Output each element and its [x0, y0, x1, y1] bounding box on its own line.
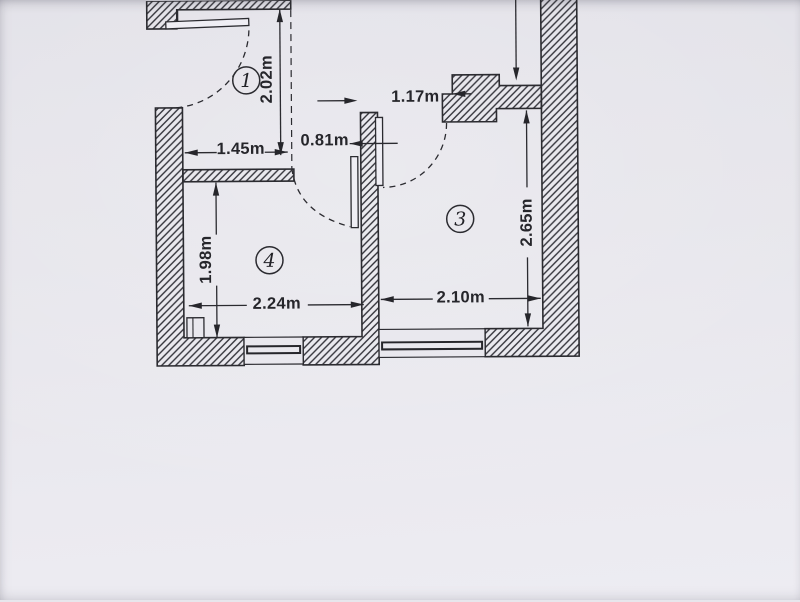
- radiator-box: [187, 318, 204, 338]
- opening-projection-line: [291, 10, 292, 168]
- dim-label-1-17: 1.17m: [391, 88, 439, 107]
- walls: [147, 0, 580, 366]
- door-leaf-room3: [375, 117, 382, 185]
- wall-room4-top: [183, 169, 294, 182]
- room-number-3: 3: [454, 208, 466, 230]
- dim-line-2-02: [280, 9, 281, 155]
- dim-label-2-65: 2.65m: [518, 198, 537, 246]
- dim-label-1-98: 1.98m: [197, 235, 216, 283]
- dim-label-2-10: 2.10m: [437, 288, 485, 307]
- wall-right-and-bottom: [483, 0, 579, 357]
- room-number-1: 1: [240, 70, 252, 92]
- door-swing-room3: [383, 123, 447, 187]
- dim-label-1-45: 1.45m: [217, 140, 265, 159]
- dim-line-1-98: [216, 183, 217, 338]
- door-leaf-hall: [351, 157, 358, 228]
- dim-label-0-81: 0.81m: [300, 131, 348, 150]
- window-room4-opening: [244, 337, 303, 364]
- room-number-4: 4: [263, 250, 275, 272]
- dim-label-2-24: 2.24m: [253, 294, 301, 313]
- dim-label-2-02: 2.02m: [258, 55, 277, 103]
- door-swing-hall: [292, 168, 350, 227]
- doors: [166, 8, 448, 229]
